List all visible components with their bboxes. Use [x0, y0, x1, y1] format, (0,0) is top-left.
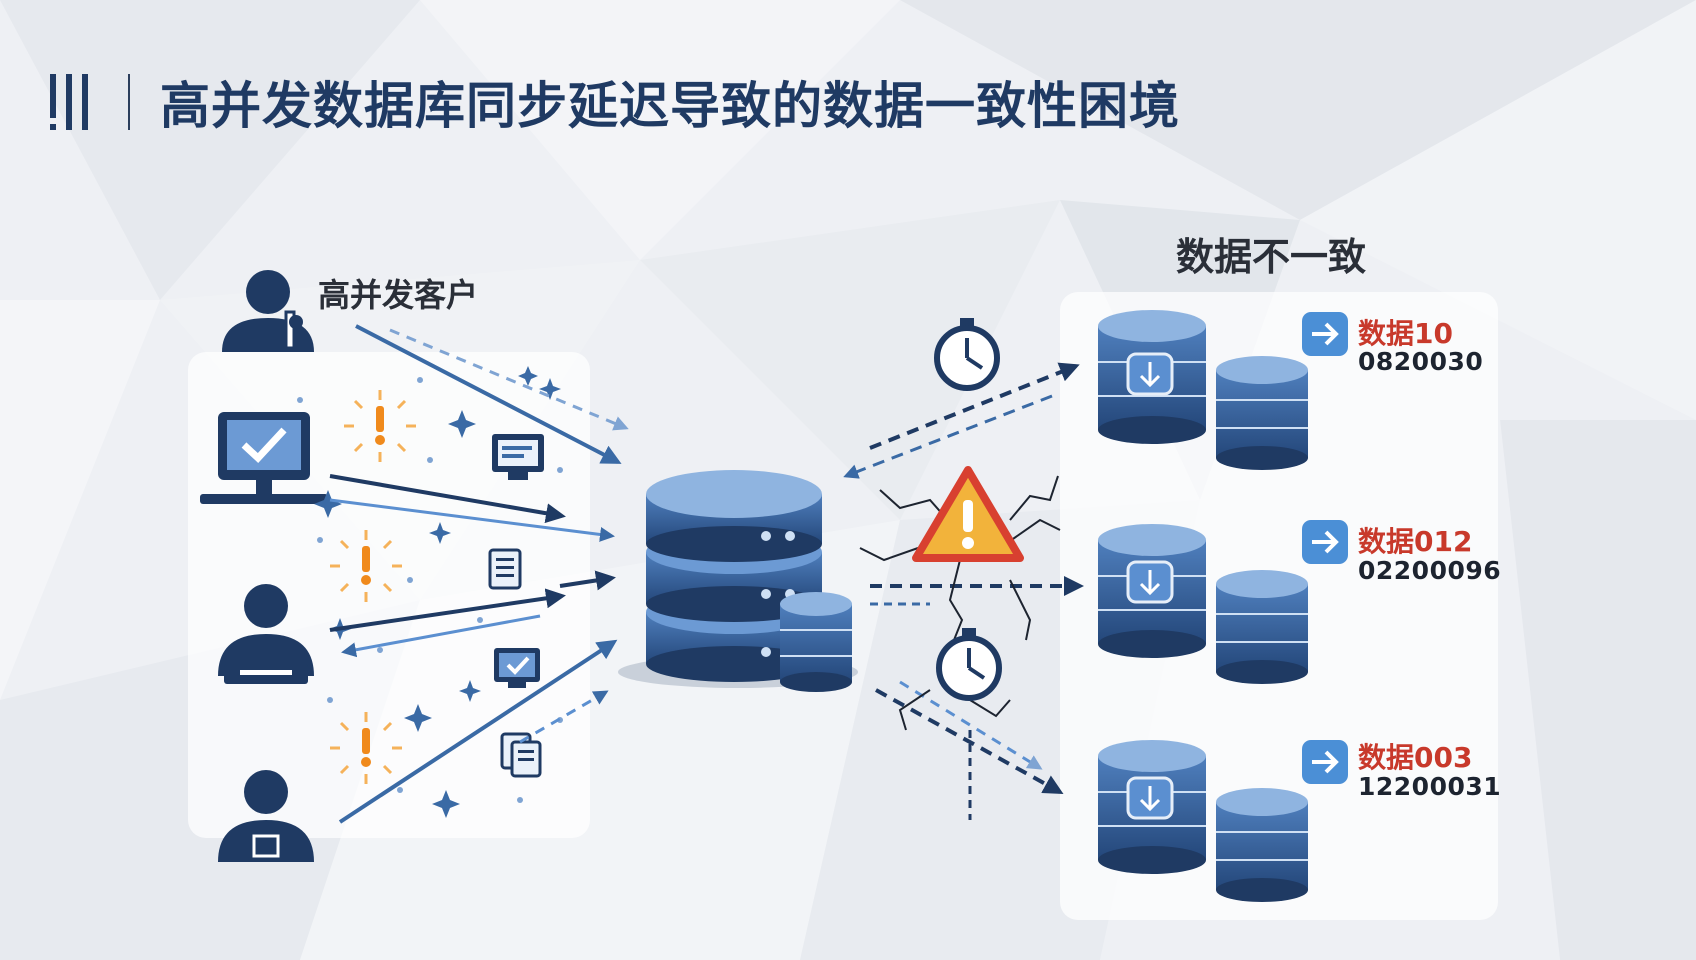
monitor-check-icon — [200, 412, 328, 504]
documents-stack-icon — [500, 732, 542, 778]
inconsistent-label: 数据不一致 — [1176, 235, 1367, 279]
title-bars-icon — [50, 74, 88, 130]
replica-database-icon — [1098, 524, 1308, 684]
replication-arrows — [843, 362, 1084, 820]
replica-2-value: 02200096 — [1358, 556, 1502, 585]
clients-label: 高并发客户 — [318, 276, 479, 314]
user-badge-icon — [218, 770, 314, 862]
monitor-check-small-icon — [494, 648, 540, 688]
alert-burst-icon — [330, 712, 402, 784]
crack-lines — [859, 475, 1061, 731]
document-icon — [488, 548, 522, 590]
arrow-right-icon — [1302, 312, 1348, 356]
replica-database-icon — [1098, 740, 1308, 902]
replica-3-value: 12200031 — [1358, 772, 1502, 801]
incoming-arrows — [329, 324, 629, 824]
warning-triangle-icon — [912, 466, 1024, 562]
title-bar: 高并发数据库同步延迟导致的数据一致性困境 — [48, 70, 1180, 135]
replica-database-icon — [1098, 310, 1308, 470]
replica-2-title: 数据012 — [1358, 525, 1473, 558]
user-laptop-icon — [218, 584, 314, 684]
user-icon — [222, 270, 314, 352]
clock-icon — [936, 628, 1002, 701]
replica-1-title: 数据10 — [1358, 317, 1453, 350]
clock-icon — [934, 318, 1000, 391]
alert-burst-icon — [330, 530, 402, 602]
title-separator — [128, 74, 130, 130]
replica-1-value: 0820030 — [1358, 347, 1484, 376]
replica-3-title: 数据003 — [1358, 741, 1473, 774]
page-title: 高并发数据库同步延迟导致的数据一致性困境 — [160, 77, 1180, 135]
monitor-list-icon — [492, 434, 544, 480]
master-database-icon — [618, 470, 858, 692]
arrow-right-icon — [1302, 520, 1348, 564]
arrow-right-icon — [1302, 740, 1348, 784]
alert-burst-icon — [344, 390, 416, 462]
